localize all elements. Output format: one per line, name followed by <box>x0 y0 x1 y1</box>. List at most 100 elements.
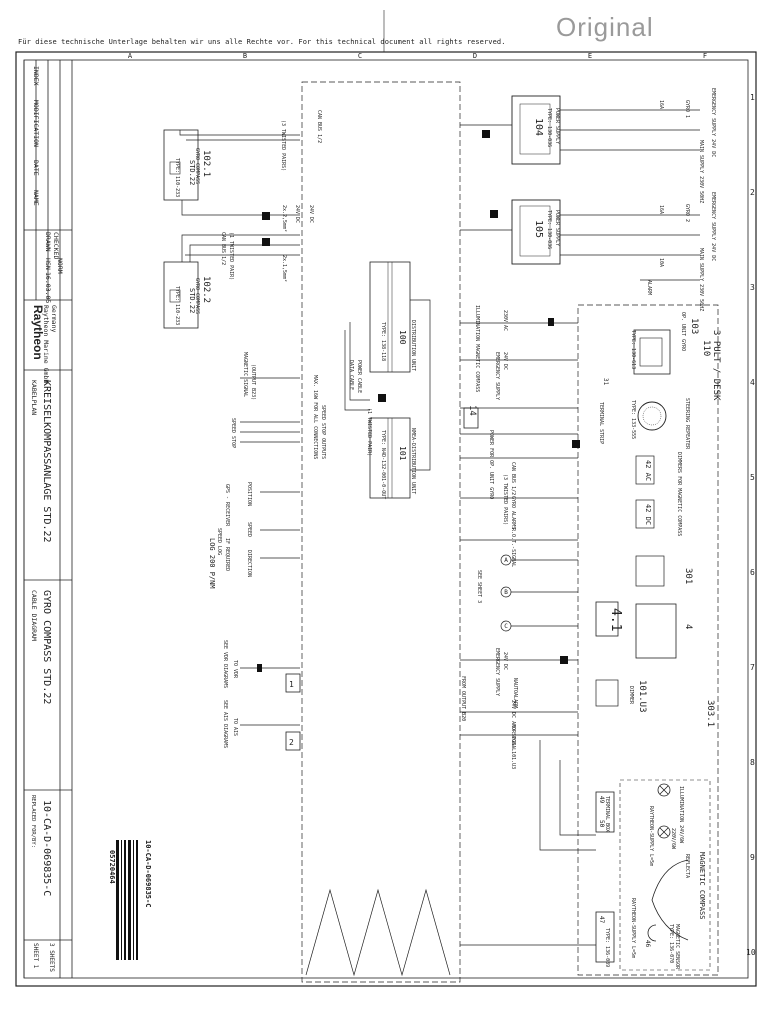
dimmer-label: DIMMER <box>628 686 634 705</box>
num-303: 303.1 <box>705 700 715 727</box>
speed-stop-outputs: SPEED STOP OUTPUTS <box>320 405 326 459</box>
op-unit-num: 103 <box>689 318 699 334</box>
grid-right-9: 9 <box>750 853 755 862</box>
fuse-10a: 10A <box>658 258 664 267</box>
grid-top-c: C <box>358 52 362 60</box>
steering-repeater-dial <box>637 401 667 431</box>
tb-drawn: DRAWN <box>44 232 52 252</box>
gyro2-name: GYRO COMPASS <box>194 278 200 314</box>
box-14: 14 <box>467 405 477 416</box>
terminal-box-1: TERMINAL BOX <box>604 796 610 832</box>
terminal-box-type: TYPE: 136-089 <box>604 928 610 967</box>
ps-terminals <box>482 130 498 218</box>
tb-drawn-date: 16.03.05 <box>44 272 52 303</box>
see-sheet-3: SEE SHEET 3 <box>476 570 482 603</box>
ps104-name: POWER SUPPLY <box>554 108 560 144</box>
grid-right-3: 3 <box>750 283 755 292</box>
dimmer-42dc <box>635 499 655 529</box>
grid-right-7: 7 <box>750 663 755 672</box>
node-a-label: A <box>504 557 508 564</box>
wire-15: 2x.1,5mm² <box>281 255 287 282</box>
gyro-compass-102-1 <box>163 129 199 201</box>
tb-46: 46 <box>644 940 651 948</box>
tb-company: Raytheon Marine GmbH <box>42 305 50 383</box>
device-101u3 <box>595 679 619 707</box>
center-enclosure <box>301 81 461 983</box>
power-wiring <box>460 109 700 281</box>
if-required: IF REQUIRED <box>224 538 230 571</box>
grid-top-b: B <box>243 52 247 60</box>
barcode-label: 10-CA-D-069835-C <box>144 840 152 907</box>
dimmers-label: DIMMERS FOR MAGNETIC COMPASS <box>676 452 682 536</box>
desk-wiring <box>460 322 596 946</box>
v230ac-label: 230V AC <box>502 310 508 331</box>
gyro2-label: GYRO 2 <box>684 204 690 222</box>
gyro1-num: 102.1 <box>201 150 211 177</box>
tb-50: 50 <box>598 820 605 828</box>
op-unit-name: OP. UNIT GYRO <box>680 312 686 351</box>
center-wiring <box>240 299 431 726</box>
tb-norm: NORM <box>56 258 64 274</box>
see-ais: SEE AIS DIAGRAMS <box>222 700 228 748</box>
illumination-24: ILLUMINATION 24V/6W <box>678 786 684 844</box>
v24dc-a: 24V DC <box>294 205 300 223</box>
nmea-distribution-unit-101 <box>369 417 411 499</box>
ps104-type: TYPE: 130-036 <box>546 108 552 147</box>
grid-right-6: 6 <box>750 568 755 577</box>
desk-num: 110 <box>701 340 711 356</box>
from-output: FROM OUTPUT B20 <box>460 676 466 721</box>
num-4: 4 <box>683 624 693 629</box>
twisted-pairs-right: (3 TWISTED PAIRS) <box>502 474 508 525</box>
tb-country: Germany <box>50 305 58 332</box>
grid-top-d: D <box>473 52 477 60</box>
dist-unit-num: 100 <box>398 330 407 345</box>
grid-right-4: 4 <box>750 378 755 387</box>
box-2-label: 2 <box>289 738 294 747</box>
gyro2-model: STD.22 <box>188 288 196 313</box>
raytheon-supply-2: RAYTHEON-SUPPLY L=5m <box>630 898 636 958</box>
magnetic-signal: MAGNETIC SIGNAL <box>242 352 248 397</box>
dist-unit-type: TYPE: 138-118 <box>380 322 386 361</box>
ps104-num: 104 <box>533 118 544 136</box>
device-4 <box>635 603 677 659</box>
gyro2-num: 102.2 <box>201 276 211 303</box>
barcode <box>116 840 138 960</box>
v24dc-2: 24V DC <box>502 652 508 670</box>
nautoalarm: NAUTOALARM <box>512 678 518 708</box>
box-2 <box>285 731 301 751</box>
v24dc-b: 24V DC <box>308 205 314 223</box>
tb-doc-number: 10-CA-D-069835-C <box>41 800 52 896</box>
mag-sensor-label: MAGNETIC SENSOR <box>674 924 680 970</box>
terminal-box-49-50 <box>595 791 615 833</box>
es-power-1: EMERGENCY SUPPLY 24V DC <box>710 88 716 157</box>
tb-modification: MODIFICATION <box>32 100 40 147</box>
num-101u3: 101.U3 <box>637 680 647 713</box>
left-terminals <box>262 212 270 246</box>
can-bus-right: CAN BUS 1/2 <box>510 462 516 495</box>
grid-right-5: 5 <box>750 473 755 482</box>
data-cable: DATA CABLE <box>348 360 354 390</box>
nmea-unit-num: 101 <box>398 446 407 461</box>
lamp-220v <box>657 825 671 839</box>
alarm-label: ALARM <box>646 280 652 295</box>
op-unit-type: TYPE: 130-613 <box>630 330 636 369</box>
grid-right-2: 2 <box>750 188 755 197</box>
to-vdr: TO VDR <box>232 660 238 679</box>
node-c-label: C <box>504 623 508 630</box>
raytheon-logo: Raytheon <box>31 305 45 360</box>
tb-title-de: KREISELKOMPASSANLAGE STD.22 <box>41 380 52 543</box>
nmea-unit-name: NMEA-DISTRIBUTION UNIT <box>410 428 416 494</box>
desk-title: 3 PULT / DESK <box>711 330 721 401</box>
output-b23: (OUTPUT B23) <box>250 364 256 400</box>
twisted-pair-can: (1 TWISTED PAIR) <box>228 232 234 280</box>
node-b-label: B <box>504 589 508 596</box>
gyro1-name: GYRO COMPASS <box>194 148 200 184</box>
barcode-number: 05720464 <box>108 850 116 884</box>
break-lines <box>305 888 451 977</box>
gyro1-model: STD.22 <box>188 160 196 185</box>
gyro-alarms: GYRO ALARMS <box>510 496 516 529</box>
num-301: 301 <box>683 568 693 584</box>
grid-top-a: A <box>128 52 133 60</box>
box-1-label: 1 <box>289 680 294 689</box>
